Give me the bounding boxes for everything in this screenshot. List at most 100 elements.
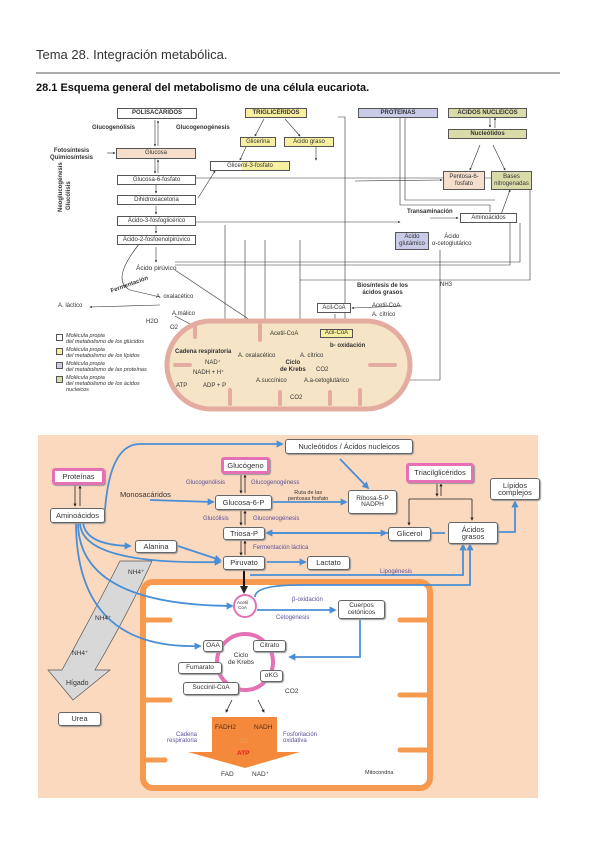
oaa-box: OAA — [203, 640, 223, 652]
atp-arrow-shape — [188, 717, 300, 768]
oxalacetico-outer-label: A. oxalacético — [156, 294, 194, 300]
acetil-coa-ring — [233, 594, 257, 618]
mitocondria-label: Mitocondria — [365, 770, 394, 776]
alanina-box: Alanina — [135, 540, 177, 553]
succinico-label: A.succínico — [256, 378, 287, 384]
triacilgliceridos-box: Triacilglicéridos — [406, 463, 474, 483]
urea-cycle-band — [47, 560, 153, 701]
lipogenesis-label: Lipogénesis — [380, 569, 413, 575]
lactato-box: Lactato — [307, 556, 350, 570]
citrato-box: Citrato — [253, 640, 286, 652]
krebs-label: Ciclo de Krebs — [228, 652, 255, 667]
oxalacetico-inner-label: A. oxalacético — [238, 353, 276, 359]
proteinas-box: Proteínas — [52, 468, 105, 485]
nh4-label: NH4⁺ — [72, 650, 89, 657]
gluconeogenesis-label: Gluconeogénesis — [253, 516, 300, 522]
glucogenogenesis-label: Glucogenogéness — [251, 480, 300, 486]
nadh-label: NADH + H⁺ — [193, 370, 225, 376]
aminoacidos-box: Aminoácidos — [460, 213, 517, 223]
nucleotidos-box: Nucleótidos — [448, 129, 527, 139]
citrico-outer-label: A. cítrico — [372, 312, 396, 318]
page-header-title: Tema 28. Integración metabólica. — [36, 47, 228, 62]
ribosa-5-p-box: Ribosa-5-P NADPH — [348, 490, 397, 514]
legend-swatch-proteinas — [56, 362, 63, 369]
triosa-p-box: Triosa-P — [223, 527, 265, 540]
glicerol-3-fosfato-box: Glicerol-3-fosfato — [210, 161, 290, 171]
legend-label: Molécula propia del metabolismo de los g… — [66, 333, 144, 346]
nucleotidos-box: Nucleótidos / Ácidos nucleicos — [285, 439, 413, 454]
acetil-coa-outer-label: Acetil-CoA — [372, 303, 401, 309]
cetogenesis-label: Cetogénesis — [276, 615, 310, 621]
glucogenogenesis-label: Glucogenogénesis — [176, 125, 230, 131]
acil-coa-inner-box: Acil-CoA — [320, 329, 353, 338]
fotosintesis-label: Fotosíntesis Quimiosíntesis — [50, 148, 94, 161]
h2o-label: H2O — [146, 319, 159, 325]
nh3-label: NH3 — [440, 282, 453, 288]
glucogenolisis-label: Glucogenólisis — [186, 480, 226, 486]
cuerpos-cetonicos-box: Cuerpos cetónicos — [338, 600, 385, 619]
acetil-coa-label: Acetil CoA — [237, 600, 249, 610]
legend-swatch-lipidos — [56, 348, 63, 355]
bases-nitrogenadas-box: Bases nitrogenadas — [491, 171, 532, 190]
nh4-label: NH4⁺ — [95, 615, 112, 622]
co2-label: CO2 — [285, 688, 299, 695]
cadena-respiratoria-label: Cadena respiratoria — [175, 349, 232, 355]
transaminacion-label: Transaminación — [407, 209, 453, 215]
section-title: 28.1 Esquema general del metabolismo de … — [36, 82, 370, 94]
legend-swatch-nucleicos — [56, 376, 63, 383]
aminoacidos-box: Aminoácidos — [50, 508, 105, 523]
glucogenolisis-label: Glucogenólisis — [92, 125, 136, 131]
fosfoenolpiruvico-box: Ácido-2-fosfoenolpirúvico — [117, 235, 196, 245]
monosacaridos-label: Monosacáridos — [120, 490, 171, 499]
mitochondrion-shape — [164, 318, 413, 412]
header-divider — [36, 72, 560, 74]
proteinas-box: PROTEÍNAS — [358, 108, 438, 118]
glucosa-6-p-box: Glucosa-6-P — [215, 495, 272, 510]
o2-label: O2 — [170, 325, 179, 331]
o2-label: O2 — [240, 739, 249, 745]
nad-label: NAD⁺ — [252, 771, 270, 778]
citrico-inner-label: A. cítrico — [300, 353, 324, 359]
acido-glutamico-box: Ácido glutámico — [395, 232, 429, 250]
adp-label: ADP + P — [203, 383, 227, 389]
acetil-coa-inner-label: Acetil-CoA — [270, 331, 299, 337]
fadh2-label: FADH2 — [215, 724, 236, 731]
glicerina-box: Glicerina — [240, 137, 276, 147]
biosintesis-label: Biosíntesis de los ácidos grasos — [357, 283, 409, 296]
dihidroxiacetona-box: Dihidroxiacetona — [117, 195, 196, 205]
glucogeno-box: Glucógeno — [221, 457, 270, 474]
piruvato-box: Piruvato — [223, 556, 265, 570]
atp-label: ATP — [176, 383, 188, 389]
b-oxidacion-label: b- oxidación — [330, 343, 366, 349]
legend-swatch-glucidos — [56, 334, 63, 341]
acido-lactico-label: A. láctico — [58, 303, 83, 309]
trigliceridos-box: TRIGLICÉRIDOS — [245, 108, 307, 118]
legend-label: Molécula propia del metabolismo de las p… — [66, 361, 147, 374]
co2-b-label: CO2 — [290, 395, 303, 401]
glucosa-6-fosfato-box: Glucosa-6-fosfato — [117, 175, 196, 185]
pentosa-box: Pentosa-6- fosfato — [443, 171, 485, 190]
acido-graso-box: Ácido graso — [284, 137, 334, 147]
glicerol-box: Glicerol — [388, 527, 431, 541]
ruta-pentosas-label: Ruta de las pentosas fosfato — [288, 490, 329, 503]
urea-box: Urea — [58, 712, 101, 726]
fad-label: FAD — [221, 771, 234, 778]
legend-label: Molécula propia del metabolismo de los á… — [66, 375, 140, 394]
krebs-label: Ciclo de Krebs — [280, 360, 306, 373]
glucosa-box: Glucosa — [116, 148, 196, 159]
akg-box: αKG — [260, 670, 283, 682]
acidos-grasos-box: Ácidos grasos — [448, 522, 498, 544]
fosforilacion-label: Fosforilación oxidativa — [283, 732, 318, 744]
a-cetoglutarico-label: A.a-cetoglutárico — [304, 378, 350, 384]
acido-piruvico-label: Ácido pirúvico — [136, 265, 177, 272]
acidos-nucleicos-box: ÁCIDOS NUCLEICOS — [448, 108, 527, 118]
higado-label: Hígado — [66, 680, 89, 687]
succinil-coa-box: Succinil-CoA — [183, 682, 239, 695]
nh4-label: NH4⁺ — [128, 569, 145, 576]
fermentacion-label: Fermentación láctica — [253, 545, 309, 551]
b-oxidacion-label: β-oxidación — [292, 597, 323, 603]
cetoglutarico-label: Ácido α-cetoglutárico — [432, 234, 472, 247]
fumarato-box: Fumarato — [178, 662, 222, 674]
